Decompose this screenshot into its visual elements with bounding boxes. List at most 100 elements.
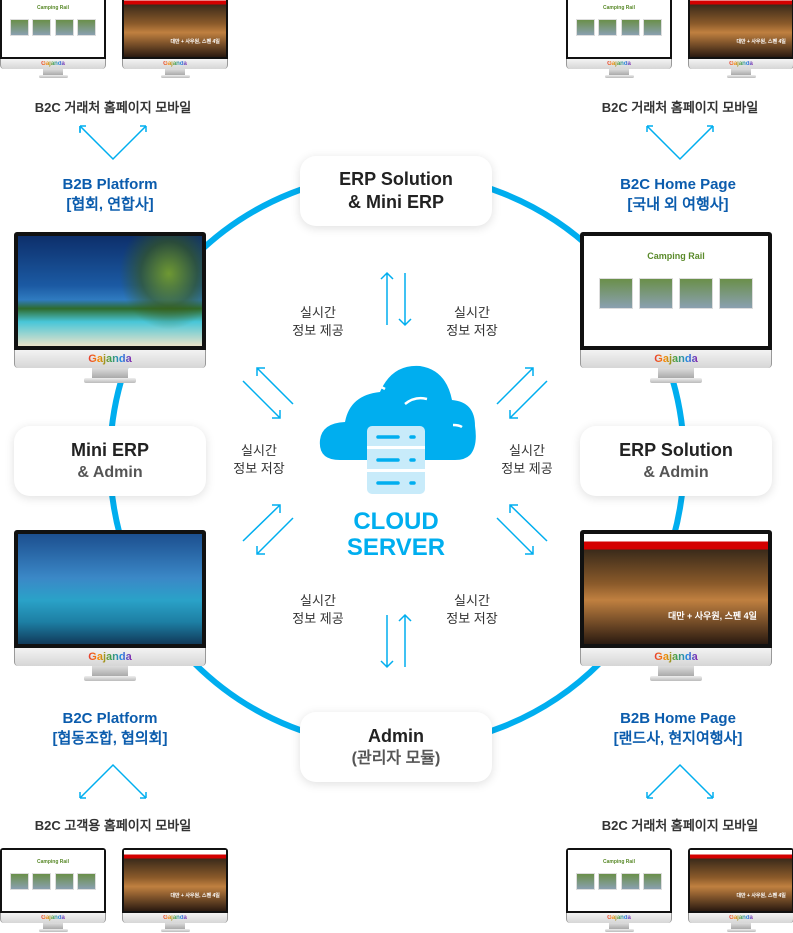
monitor-base — [727, 75, 756, 78]
monitor-chin: Gajanda — [580, 648, 772, 666]
monitor-screen: 대만 + 사우원, 스펜 4일 — [584, 534, 768, 644]
monitor-chin: Gajanda — [566, 59, 672, 69]
monitor-small: Camping Rail Gajanda — [566, 848, 672, 932]
mobile-label-bottom-right: B2C 거래처 홈페이지 모바일 — [601, 818, 759, 833]
monitor-b2c-platform: Gajanda — [14, 530, 206, 682]
monitor-chin: Gajanda — [580, 350, 772, 368]
camping-title: Camping Rail — [37, 4, 69, 11]
platform-subtitle: [국내 외 여행사] — [627, 196, 729, 213]
monitor-chin: Gajanda — [0, 59, 106, 69]
monitor-b2b-platform: Gajanda — [14, 232, 206, 384]
monitor-bezel: Camping Rail — [566, 0, 672, 59]
node-subtitle: & Mini ERP — [347, 192, 444, 212]
gajanda-logo: Gajanda — [607, 915, 631, 921]
arrow-pair-top — [380, 271, 412, 327]
gajanda-logo: Gajanda — [654, 353, 698, 365]
monitor-base — [39, 75, 68, 78]
flow-line2: 정보 제공 — [292, 323, 344, 338]
monitor-screen — [18, 236, 202, 346]
node-erp-solution-mini-erp: ERP Solution & Mini ERP — [300, 156, 492, 226]
monitor-stand — [731, 69, 751, 75]
arrow-pair-top-right — [496, 367, 548, 419]
monitor-screen: 대만 + 사우원, 스펜 4일 — [690, 850, 792, 911]
mobile-label-top-right: B2C 거래처 홈페이지 모바일 — [601, 100, 759, 115]
monitor-base — [39, 929, 68, 932]
platform-subtitle: [협동조합, 협의회] — [52, 730, 168, 747]
monitor-small: Camping Rail Gajanda — [0, 0, 106, 78]
v-connector-top-left — [79, 125, 147, 161]
monitor-base — [650, 378, 702, 383]
monitor-chin: Gajanda — [566, 913, 672, 923]
flow-line1: 실시간 — [300, 305, 336, 320]
city-caption: 대만 + 사우원, 스펜 4일 — [170, 38, 220, 45]
monitor-chin: Gajanda — [122, 59, 228, 69]
monitor-base — [727, 929, 756, 932]
cloud-label-line2: SERVER — [346, 534, 446, 561]
monitor-bezel: 대만 + 사우원, 스펜 4일 — [122, 848, 228, 913]
arrow-pair-bottom-right — [496, 504, 548, 555]
monitor-screen: Camping Rail — [584, 236, 768, 346]
platform-title: B2C Home Page — [620, 176, 736, 193]
monitor-small: 대만 + 사우원, 스펜 4일 Gajanda — [122, 0, 228, 78]
monitor-bezel: Camping Rail — [0, 848, 106, 913]
monitor-stand — [92, 368, 128, 378]
monitor-stand — [43, 923, 63, 929]
platform-label-b2c-platform: B2C Platform[협동조합, 협의회] — [10, 709, 210, 749]
monitor-bezel: 대만 + 사우원, 스펜 4일 — [580, 530, 772, 648]
monitor-bezel: 대만 + 사우원, 스펜 4일 — [688, 848, 793, 913]
gajanda-logo: Gajanda — [163, 61, 187, 67]
monitor-base — [84, 676, 136, 681]
thumbnail-row — [576, 873, 662, 891]
cloud-label-line1: CLOUD — [353, 508, 439, 535]
monitor-bezel: 대만 + 사우원, 스펜 4일 — [688, 0, 793, 59]
mobile-label-bottom-left: B2C 고객용 홈페이지 모바일 — [34, 818, 192, 833]
monitor-base — [605, 929, 634, 932]
platform-subtitle: [협회, 연합사] — [66, 196, 154, 213]
node-subtitle: & Admin — [77, 463, 143, 481]
city-caption: 대만 + 사우원, 스펜 4일 — [736, 892, 786, 899]
node-title: Mini ERP — [70, 439, 149, 460]
monitor-screen: 대만 + 사우원, 스펜 4일 — [124, 850, 226, 911]
monitor-base — [650, 676, 702, 681]
monitor-chin: Gajanda — [14, 350, 206, 368]
thumbnail-row — [576, 19, 662, 37]
monitor-small: Camping Rail Gajanda — [0, 848, 106, 932]
camping-title: Camping Rail — [37, 858, 69, 865]
node-erp-solution-admin: ERP Solution & Admin — [580, 426, 772, 496]
monitor-small: Camping Rail Gajanda — [566, 0, 672, 78]
monitor-small: 대만 + 사우원, 스펜 4일 Gajanda — [688, 0, 793, 78]
v-connector-bottom-right — [646, 763, 714, 799]
monitor-stand — [609, 69, 629, 75]
node-title: ERP Solution — [619, 439, 733, 460]
cloud-server-label: CLOUD SERVER — [296, 509, 496, 561]
flow-line1: 실시간 — [454, 305, 490, 320]
node-mini-erp-admin: Mini ERP & Admin — [14, 426, 206, 496]
monitor-base — [605, 75, 634, 78]
monitor-chin: Gajanda — [688, 59, 793, 69]
monitor-base — [161, 929, 190, 932]
monitor-b2c-home-page: Camping Rail Gajanda — [580, 232, 772, 384]
platform-title: B2B Platform — [62, 176, 158, 193]
monitor-stand — [609, 923, 629, 929]
monitor-stand — [92, 666, 128, 676]
mobile-label-top-left: B2C 거래처 홈페이지 모바일 — [34, 100, 192, 115]
flow-line1: 실시간 — [241, 443, 277, 458]
monitor-bezel: 대만 + 사우원, 스펜 4일 — [122, 0, 228, 59]
thumbnail-row — [10, 19, 96, 37]
city-caption: 대만 + 사우원, 스펜 4일 — [170, 892, 220, 899]
monitor-stand — [658, 368, 694, 378]
node-title: Admin — [368, 725, 424, 746]
monitor-bezel: Camping Rail — [0, 0, 106, 59]
monitor-stand — [731, 923, 751, 929]
monitor-screen: Camping Rail — [568, 850, 670, 911]
node-subtitle: & Admin — [643, 463, 709, 481]
platform-subtitle: [랜드사, 현지여행사] — [613, 730, 743, 747]
flow-line2: 정보 저장 — [446, 611, 498, 626]
monitor-bezel — [14, 530, 206, 648]
flow-line1: 실시간 — [454, 593, 490, 608]
monitor-screen — [18, 534, 202, 644]
